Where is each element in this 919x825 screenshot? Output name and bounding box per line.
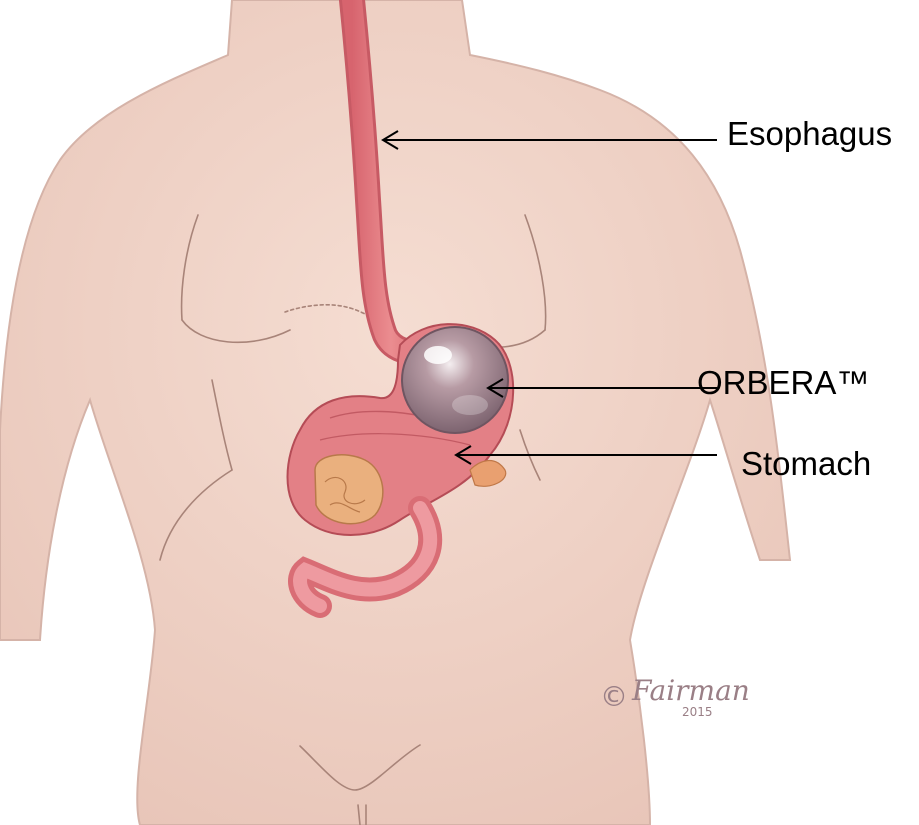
stomach-label: Stomach [741, 447, 871, 480]
orbera-label: ORBERA™ [697, 366, 869, 399]
orbera-balloon [402, 327, 508, 433]
signature-year: 2015 [682, 705, 713, 719]
signature-name: Fairman [631, 674, 750, 707]
artist-signature: © Fairman 2015 [600, 674, 750, 719]
intestine-coil [315, 455, 383, 524]
esophagus-label: Esophagus [727, 117, 892, 150]
copyright-symbol: © [600, 680, 628, 713]
